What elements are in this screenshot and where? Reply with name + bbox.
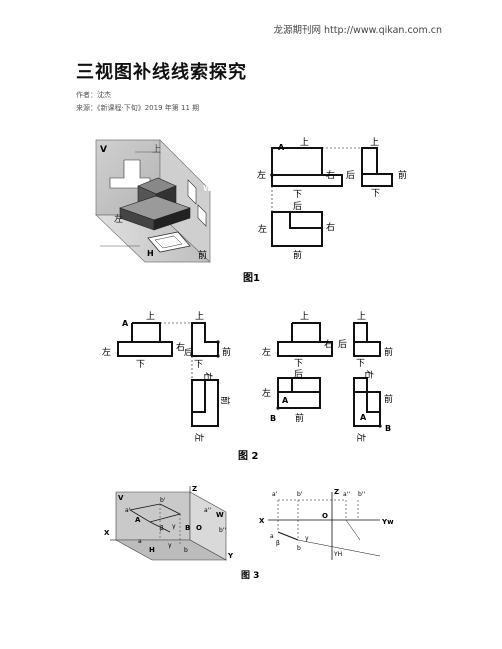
- fig2l-right-rot: 右: [202, 372, 214, 381]
- fig3-3d: [110, 486, 228, 561]
- fig1-label-back1: 后: [346, 170, 355, 181]
- fig3l-gamma: γ: [172, 523, 176, 530]
- fig3-2d: [268, 492, 381, 560]
- fig2r-front2: 前: [295, 412, 304, 424]
- fig3r-b-pp: b'': [358, 491, 365, 498]
- fig2l-a: A: [122, 319, 129, 328]
- fig2-right-views: [277, 322, 381, 427]
- fig2r-front1: 前: [384, 346, 393, 358]
- fig1-label-w: W: [203, 184, 212, 193]
- fig3r-beta: β: [276, 540, 280, 547]
- fig3l-b-pp: b'': [219, 527, 226, 534]
- fig3l-y: Y: [227, 552, 234, 560]
- fig2r-down1: 下: [294, 359, 303, 369]
- fig2r-a1: A: [282, 396, 289, 405]
- fig3l-b-up: B: [185, 524, 190, 532]
- fig3r-a: a: [270, 533, 274, 540]
- fig3l-b-p: b': [160, 497, 166, 504]
- author-line: 作者：沈杰: [76, 91, 111, 99]
- fig2r-b2: B: [385, 424, 391, 433]
- fig3l-a: a: [138, 538, 142, 545]
- fig3l-gamma2: γ: [168, 542, 172, 549]
- site-header: 龙源期刊网 http://www.qikan.com.cn: [273, 25, 443, 36]
- fig2r-left2: 左: [262, 387, 271, 399]
- fig1-label-a: A: [278, 143, 285, 152]
- fig1-label-down2: 下: [371, 189, 380, 199]
- fig3l-w: W: [216, 511, 224, 519]
- fig1-label-front2: 前: [293, 249, 302, 261]
- fig2l-up2: 上: [195, 311, 204, 322]
- fig2r-front3: 前: [384, 393, 393, 405]
- fig1-label-front1: 前: [398, 169, 407, 181]
- fig3l-o: O: [196, 524, 202, 532]
- fig2l-left: 左: [102, 346, 111, 358]
- fig2r-back2: 后: [294, 369, 303, 380]
- fig3l-a-up: A: [135, 516, 141, 524]
- fig1-label-left1: 左: [257, 169, 266, 181]
- fig2-caption: 图 2: [238, 450, 258, 462]
- fig1-label-right2: 右: [326, 221, 335, 233]
- fig2r-a2: A: [360, 413, 367, 422]
- fig1-label-right1: 右: [326, 169, 335, 181]
- fig2r-down2: 下: [356, 359, 365, 369]
- fig1-label-up1: 上: [300, 137, 309, 148]
- fig1-label-left: 左: [114, 213, 123, 225]
- fig3l-h: H: [149, 546, 155, 554]
- fig2r-b1: B: [270, 414, 276, 423]
- fig3r-b-p: b': [297, 491, 303, 498]
- figure-2: A 上 上 左 右 后 前 下 下 右 前 左 上 上: [102, 311, 393, 462]
- fig2l-left-rot: 左: [193, 433, 205, 442]
- fig1-label-down1: 下: [293, 190, 302, 200]
- fig3l-v: V: [118, 494, 124, 502]
- fig2r-right-rot: 右: [363, 370, 375, 379]
- fig3r-x: X: [259, 517, 265, 525]
- fig3r-a-pp: a'': [343, 491, 350, 498]
- fig2r-left-rot: 左: [355, 433, 367, 442]
- fig1-caption: 图1: [243, 272, 260, 284]
- fig3l-z: Z: [192, 485, 197, 493]
- fig1-label-v: V: [100, 145, 107, 155]
- fig3r-z: Z: [334, 488, 339, 496]
- fig2r-left1: 左: [262, 346, 271, 358]
- fig3r-o: O: [322, 512, 328, 520]
- fig3r-yh: YH: [333, 551, 342, 558]
- fig2l-up1: 上: [146, 311, 155, 322]
- fig1-projection-cube: V 上 W 左 H 前: [95, 139, 212, 263]
- fig1-label-back2: 后: [293, 201, 302, 212]
- fig2l-front-rot: 前: [219, 396, 231, 405]
- fig3-caption: 图 3: [241, 570, 259, 581]
- fig3r-yw: Yw: [381, 518, 394, 526]
- fig3r-gamma: γ: [305, 535, 309, 542]
- fig2r-back1: 后: [338, 339, 347, 350]
- fig2l-front: 前: [222, 346, 231, 358]
- fig2l-down1: 下: [136, 360, 145, 370]
- fig3l-a-pp: a'': [204, 507, 211, 514]
- fig1-views: [271, 147, 393, 247]
- fig1-label-top: 上: [152, 144, 161, 155]
- fig2r-right1: 右: [324, 338, 333, 350]
- fig3l-b: b: [184, 547, 188, 554]
- fig3r-a-p: a': [272, 491, 278, 498]
- figure-1: V 上 W 左 H 前 A 上 上 左 右 后 前 下: [95, 137, 407, 284]
- fig3r-b: b: [297, 545, 301, 552]
- fig3l-beta: β: [160, 525, 164, 532]
- article-title: 三视图补线线索探究: [76, 62, 247, 83]
- fig2l-right: 右: [176, 341, 185, 353]
- fig2l-down2: 下: [194, 360, 203, 370]
- fig2r-up2: 上: [357, 311, 366, 322]
- fig2r-up1: 上: [300, 311, 309, 322]
- fig3l-a-p: a': [125, 507, 131, 514]
- source-line: 来源：《新课程·下旬》2019 年第 11 期: [76, 104, 200, 112]
- fig3l-x: X: [104, 529, 110, 537]
- fig1-label-left2: 左: [258, 223, 267, 235]
- fig1-label-front: 前: [198, 249, 207, 261]
- fig2l-back: 后: [184, 347, 192, 357]
- figure-3: V Z X W H Y a' b' a'' b'' A B O a b β γ …: [104, 485, 394, 581]
- fig1-label-h: H: [147, 249, 154, 258]
- fig1-label-up2: 上: [370, 137, 379, 148]
